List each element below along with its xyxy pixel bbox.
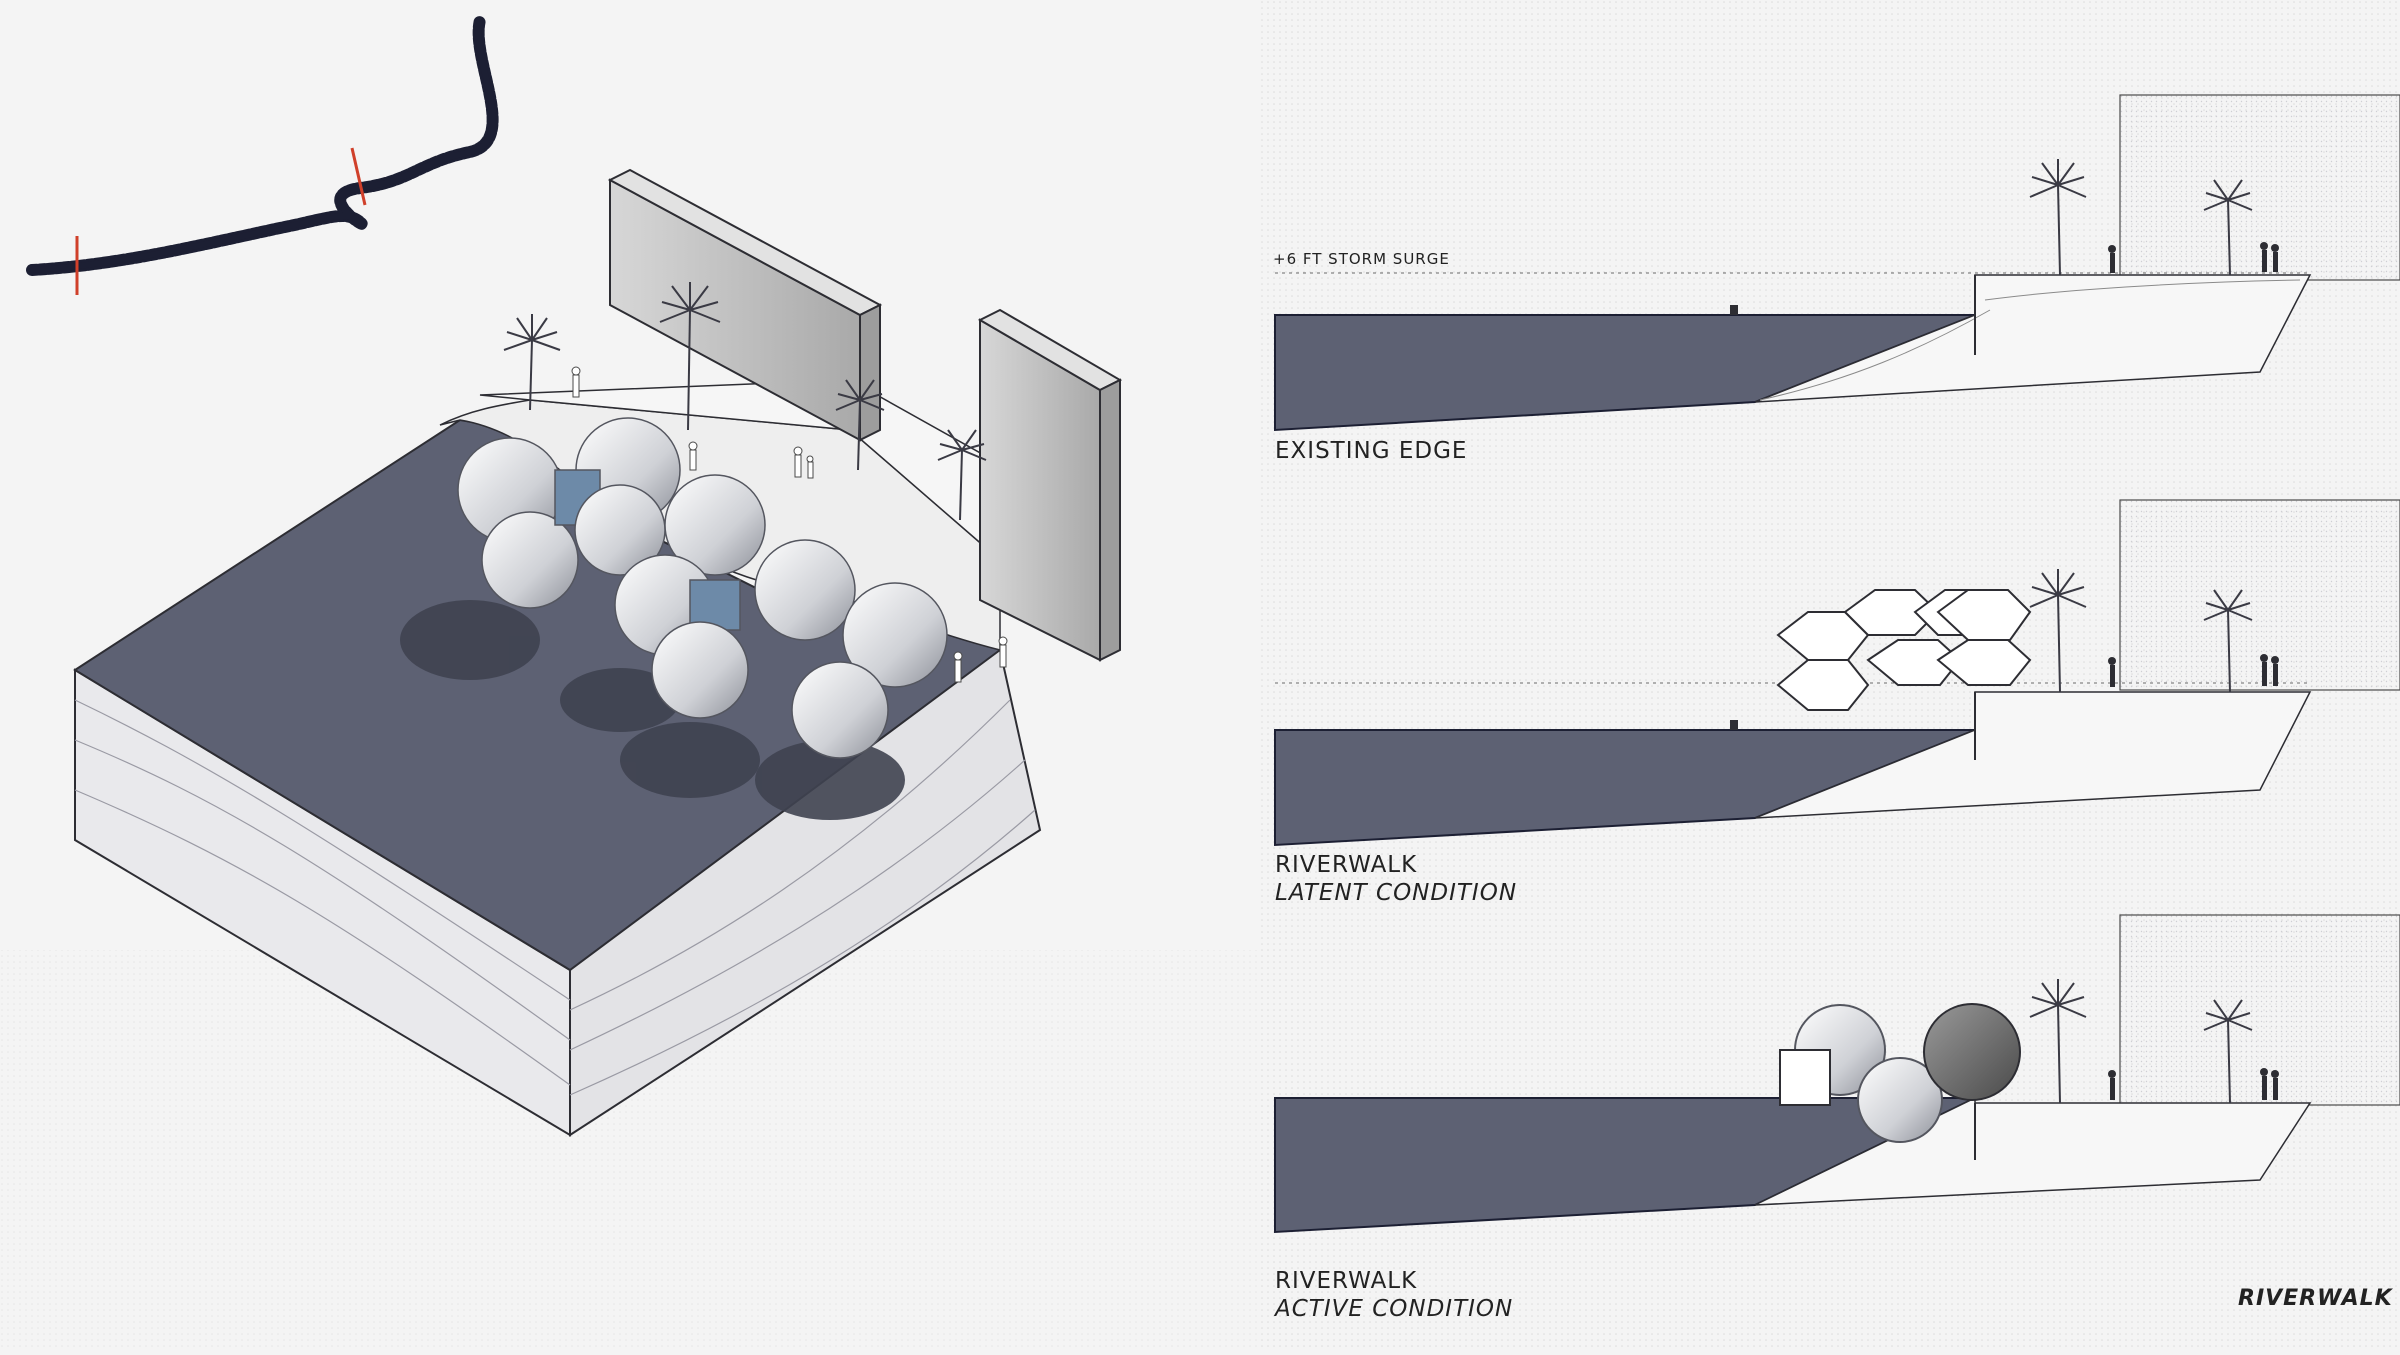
human-figure xyxy=(571,366,1008,683)
pod-shadows xyxy=(400,600,905,820)
section-riverwalk-active xyxy=(1274,914,2400,1234)
pod xyxy=(651,621,749,719)
active-pods xyxy=(1779,1003,2021,1143)
building-block xyxy=(2119,914,2400,1106)
latent-pods xyxy=(1776,589,2032,711)
building-block xyxy=(2119,94,2400,281)
section-title-existing: EXISTING EDGE xyxy=(1275,438,1468,464)
riverwalk-pods xyxy=(457,417,948,759)
section-title-active: RIVERWALK xyxy=(1275,1268,1418,1294)
axonometric-model xyxy=(73,168,1123,1137)
building-block xyxy=(2119,499,2400,691)
panel-title: RIVERWALK xyxy=(2238,1286,2393,1311)
key-map xyxy=(26,14,499,295)
human-figure xyxy=(2108,1068,2279,1100)
human-figure xyxy=(1730,242,2279,315)
section-subtitle-latent: LATENT CONDITION xyxy=(1275,880,1518,906)
section-title-latent: RIVERWALK xyxy=(1275,852,1418,878)
bank-profile xyxy=(1754,691,2312,819)
section-riverwalk-latent xyxy=(1274,499,2400,847)
section-existing-edge xyxy=(1274,94,2400,432)
pod xyxy=(842,582,948,688)
pod xyxy=(481,511,579,609)
pod-raised xyxy=(1923,1003,2021,1101)
pod xyxy=(791,661,889,759)
pod xyxy=(664,474,766,576)
section-subtitle-active: ACTIVE CONDITION xyxy=(1275,1296,1514,1322)
human-figure xyxy=(1730,654,2279,730)
section-cut-marker xyxy=(350,147,367,206)
pod xyxy=(754,539,856,641)
palm-tree xyxy=(503,282,987,521)
bank-profile xyxy=(1754,274,2312,403)
storm-surge-label: +6 FT STORM SURGE xyxy=(1273,250,1450,268)
